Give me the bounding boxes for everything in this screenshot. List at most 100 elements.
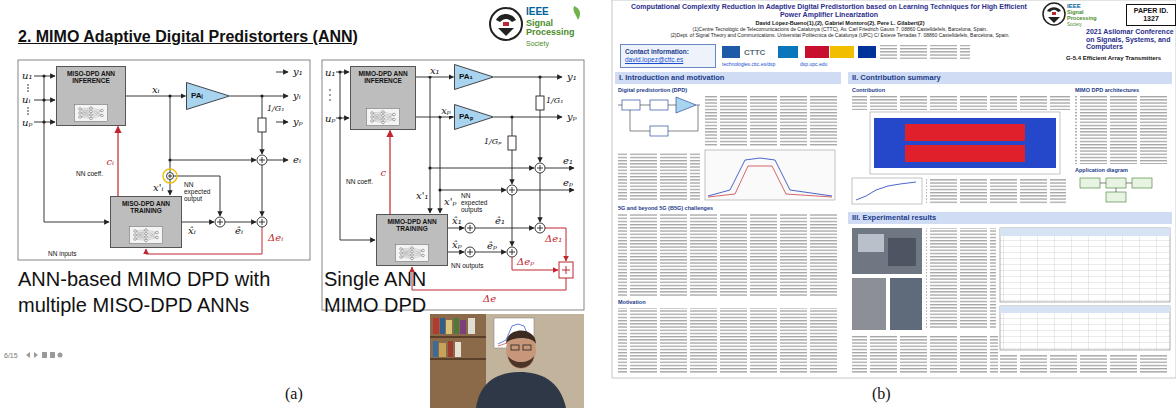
text-slot: x'₁ xyxy=(415,190,429,201)
slide-navigation-icons xyxy=(42,352,47,358)
node-text: MIMO-DPD ANN TRAINING xyxy=(380,218,444,232)
text-slot: y₁ xyxy=(566,71,578,82)
error-feedback-wire xyxy=(545,228,566,261)
junction-dot xyxy=(260,94,263,97)
text-slot: 1/G₁ xyxy=(267,105,284,114)
text-slot: (b) xyxy=(872,386,891,402)
slide-caption: Single ANN MIMO DPD xyxy=(324,266,436,318)
attenuator-symbol xyxy=(536,96,544,110)
text-slot: Δeₚ xyxy=(516,256,535,267)
summing-junction xyxy=(537,165,543,171)
error-feedback-wire xyxy=(512,257,558,270)
junction-dot xyxy=(538,75,541,78)
network-icon xyxy=(74,104,108,122)
summing-junction xyxy=(535,223,545,233)
node-text: MISO-DPD ANN INFERENCE xyxy=(60,70,122,84)
text-slot: NN coeff. xyxy=(346,178,373,185)
amplifier-triangle: PA₁ xyxy=(454,64,494,90)
summing-junction xyxy=(537,225,543,231)
text-slot: ê₁ xyxy=(494,215,506,226)
highlight-ring xyxy=(163,169,177,183)
poster-body-text xyxy=(618,308,838,374)
text-slot: Digital predistortion (DPD) xyxy=(618,88,687,94)
note-text: NN inputs xyxy=(48,250,108,257)
network-icon xyxy=(411,257,414,260)
amplifier-shape xyxy=(455,65,494,90)
signal-name: uₚ xyxy=(324,113,336,124)
poster-body-text xyxy=(618,96,1170,374)
summing-junction xyxy=(465,223,475,233)
webcam-photo xyxy=(430,314,584,408)
poster-body-text xyxy=(618,152,700,200)
section-header: I. Introduction and motivation xyxy=(615,72,841,84)
junction-dot xyxy=(42,120,45,123)
poster-body-text xyxy=(926,228,996,328)
signal-wire xyxy=(262,165,263,216)
text-slot: Motivation xyxy=(618,300,646,306)
ieee-sps-logo xyxy=(1047,7,1061,12)
node-text: MISO-DPD ANN TRAINING xyxy=(114,200,178,214)
junction-dot xyxy=(27,110,29,112)
network-icon xyxy=(134,238,137,241)
network-icon xyxy=(146,238,157,241)
network-icon xyxy=(382,121,385,124)
text-slot: Δe₁ xyxy=(544,233,563,244)
webcam-photo xyxy=(430,336,486,338)
paragraph-heading: 5G and beyond 5G (B5G) challenges xyxy=(618,206,713,212)
network-icon xyxy=(135,234,146,240)
poster-figures xyxy=(1000,306,1170,313)
text-slot: technologies.cttc.es/dsp xyxy=(722,62,775,67)
text-slot: x'ₚ xyxy=(443,196,457,207)
text-slot: yₚ xyxy=(566,111,578,122)
slide-navigation-icons xyxy=(50,352,55,358)
summing-junction xyxy=(509,249,515,255)
conference-name: 2021 Asilomar Conference on Signals, Sys… xyxy=(1086,28,1174,51)
network-icon xyxy=(372,117,383,119)
signal-name: Δeᵢ xyxy=(267,232,284,243)
poster-figures xyxy=(1106,178,1126,188)
slide-navigation-icons xyxy=(26,352,30,358)
ieee-sps-logo xyxy=(490,8,522,40)
network-icon xyxy=(101,114,104,117)
signal-name: yᵢ xyxy=(292,90,302,101)
signal-name: Δeₚ xyxy=(516,256,535,267)
signal-wire xyxy=(517,190,574,191)
node-text: PA₁ xyxy=(459,73,473,81)
network-icon xyxy=(134,230,137,233)
text-slot: NN inputs xyxy=(48,250,108,257)
network-icon xyxy=(371,112,374,115)
webcam-photo xyxy=(523,345,531,350)
amplifier-triangle: PAₚ xyxy=(454,104,494,130)
ieee-sps-logo xyxy=(1052,12,1056,15)
text-slot: yᵢ xyxy=(292,90,302,101)
network-icon xyxy=(401,248,412,257)
network-icon xyxy=(129,226,163,244)
poster-logos xyxy=(830,46,854,58)
network-icon xyxy=(145,239,148,242)
junction-dot xyxy=(329,89,331,91)
ann-block: MISO-DPD ANN TRAINING xyxy=(110,196,182,248)
poster-logos xyxy=(880,45,970,59)
summing-junction xyxy=(507,185,517,195)
poster-figures xyxy=(856,182,916,200)
text-slot: uₚ xyxy=(21,117,33,128)
note-text: NN expected outputs xyxy=(461,192,497,213)
text-slot: (2)Dept. of Signal Theory and Communicat… xyxy=(636,33,1044,39)
signal-name: u₁ xyxy=(324,67,336,78)
network-icon xyxy=(372,121,383,123)
poster-figures xyxy=(1132,178,1152,188)
node-text: David López-Bueno(1),(2), Gabriel Montor… xyxy=(640,20,1040,26)
network-icon xyxy=(383,120,394,123)
signal-name: eᵢ xyxy=(292,154,302,165)
network-icon xyxy=(156,231,159,234)
signal-connector xyxy=(416,117,454,118)
webcam-photo xyxy=(446,320,452,334)
text-slot: uₚ xyxy=(324,113,336,124)
section-header: II. Contribution summary xyxy=(848,72,1172,84)
poster-figures xyxy=(1000,228,1170,302)
text-slot: dsp.upc.edu xyxy=(800,62,827,67)
network-icon xyxy=(90,107,93,110)
junction-dot xyxy=(510,115,513,118)
network-icon xyxy=(75,105,108,122)
